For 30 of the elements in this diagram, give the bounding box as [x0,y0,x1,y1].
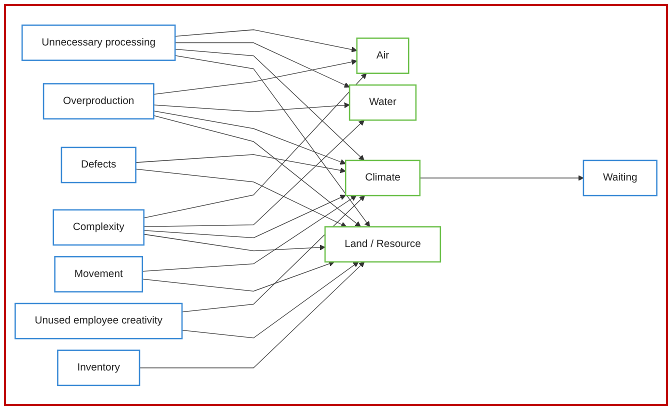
node-box: Air [356,37,410,74]
arrow [153,110,346,164]
node-box: Defects [60,146,136,183]
arrow [174,42,350,88]
arrow [182,261,359,338]
node-box: Unused employee creativity [14,302,183,339]
arrow [174,54,370,227]
node-box: Water [348,84,417,120]
arrow [153,102,350,112]
arrow [139,261,365,368]
arrow [135,168,347,227]
arrow [144,194,346,238]
node-box: Waiting [582,159,658,196]
arrow [153,58,358,94]
arrow [420,174,584,181]
node-box: Land / Resource [324,226,442,262]
node-box: Inventory [57,349,140,386]
node-box: Movement [54,256,144,292]
node-box: Climate [344,159,421,196]
node-box: Overproduction [42,82,154,120]
arrow [135,154,346,173]
node-box: Unnecessary processing [22,24,176,61]
arrow [182,194,366,312]
arrow [144,234,326,251]
arrow [144,72,367,218]
arrow [174,48,364,160]
node-box: Complexity [52,208,144,246]
arrow [142,194,357,272]
arrow [174,29,358,52]
arrow [142,260,335,292]
